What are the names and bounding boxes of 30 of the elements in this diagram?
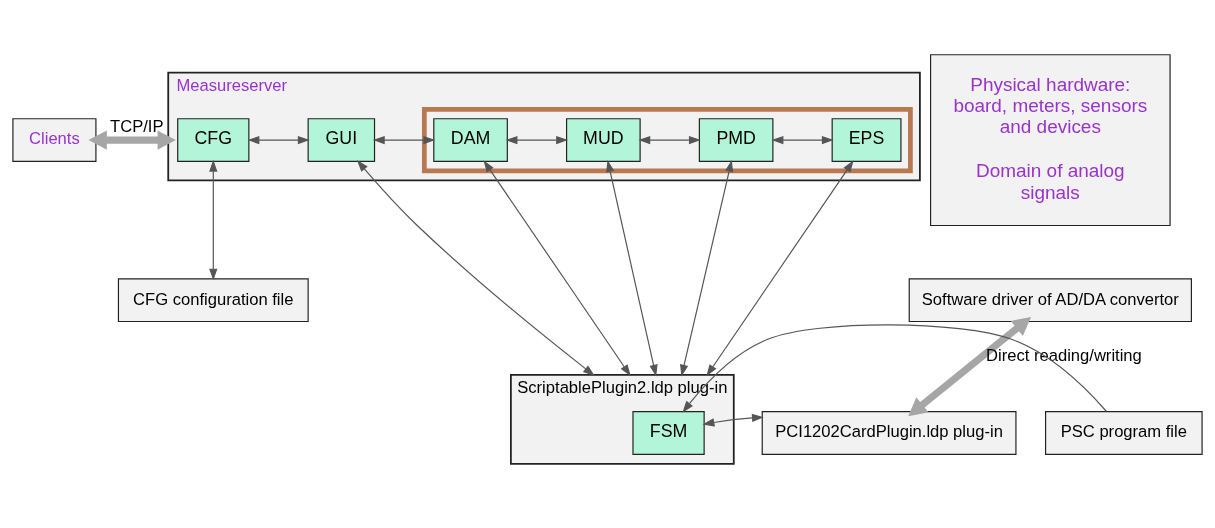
arrow bbox=[209, 159, 218, 281]
node-box: CFG configuration file bbox=[117, 278, 309, 323]
arrow bbox=[706, 160, 854, 377]
node-box: MUD bbox=[566, 118, 641, 163]
node-box: PCI1202CardPlugin.ldp plug-in bbox=[761, 411, 1017, 455]
arrow bbox=[372, 135, 436, 145]
arrow bbox=[606, 159, 658, 377]
node-box: Software driver of AD/DA convertor bbox=[908, 278, 1192, 323]
edge-label: TCP/IP bbox=[110, 117, 164, 137]
node-box: EPS bbox=[831, 118, 902, 163]
arrow bbox=[702, 413, 764, 427]
edge-label: Direct reading/writing bbox=[986, 345, 1142, 365]
arrow bbox=[483, 160, 631, 377]
arrow bbox=[505, 135, 569, 145]
node-box: PSC program file bbox=[1045, 411, 1203, 455]
node-box: CFG bbox=[177, 118, 250, 163]
arrow bbox=[771, 135, 834, 145]
node-box: DAM bbox=[433, 118, 508, 163]
arrow bbox=[638, 135, 701, 145]
arrow bbox=[247, 135, 310, 145]
node-box: Clients bbox=[12, 118, 97, 163]
node-box: Physical hardware: board, meters, sensors and devices Domain of analog signals bbox=[929, 54, 1171, 227]
arrow bbox=[680, 159, 734, 377]
node-box: PMD bbox=[698, 118, 774, 163]
arrow bbox=[356, 160, 595, 376]
arrow bbox=[682, 324, 1107, 413]
arrow bbox=[88, 130, 176, 150]
node-box: GUI bbox=[307, 118, 376, 163]
arrow bbox=[908, 316, 1032, 417]
node-box: FSM bbox=[632, 411, 705, 455]
